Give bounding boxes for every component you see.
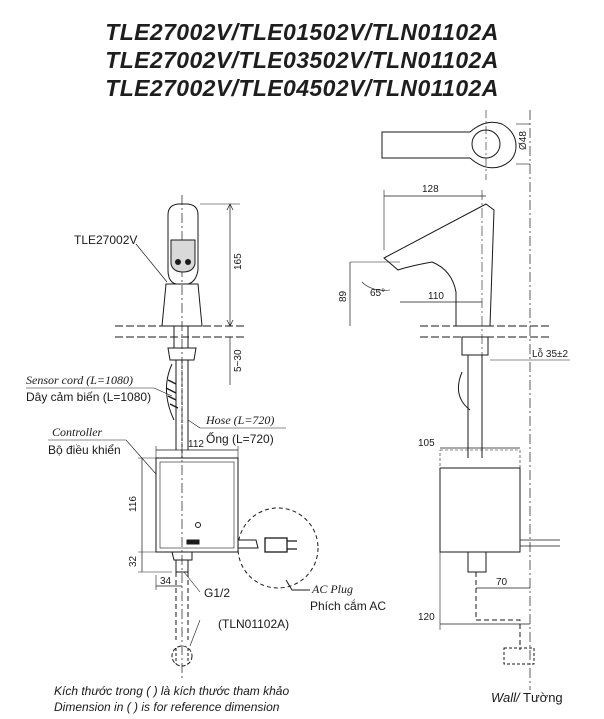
title-block: TLE27002V/TLE01502V/TLN01102A TLE27002V/…	[0, 18, 604, 102]
label-model: TLE27002V	[74, 233, 137, 247]
controller-logo	[186, 539, 200, 545]
wall-label-vi: Tường	[519, 690, 563, 705]
valve-body	[175, 648, 189, 664]
note-vi: Kích thước trong ( ) là kích thước tham …	[54, 684, 290, 698]
controller-indicator	[195, 522, 201, 528]
front-view	[26, 195, 319, 680]
label-ac-plug-en: AC Plug	[311, 582, 353, 596]
sensor-eye-right	[185, 259, 191, 265]
label-hose-vi: Ống (L=720)	[206, 431, 274, 446]
wall-label-en: Wall/	[491, 690, 520, 705]
label-ac-plug-vi: Phích cắm AC	[310, 598, 386, 613]
dim-165-arrows	[226, 203, 234, 327]
dim-34: 34	[160, 576, 172, 587]
ac-plug-leader	[285, 579, 310, 591]
title-line-2: TLE27002V/TLE03502V/TLN01102A	[105, 47, 499, 73]
side-controller-top	[439, 449, 521, 469]
dim-110: 110	[428, 291, 444, 302]
outlet-fitting	[171, 551, 193, 561]
dim-5-30: 5~30	[233, 349, 244, 372]
leader-thread	[183, 571, 201, 593]
side-view	[349, 110, 570, 690]
dim-89: 89	[338, 290, 349, 302]
wall-label: Wall/ Tường	[491, 690, 563, 705]
leader-controller	[125, 439, 157, 475]
title-line-3: TLE27002V/TLE04502V/TLN01102A	[105, 75, 499, 101]
title-line-1: TLE27002V/TLE01502V/TLN01102A	[105, 19, 499, 45]
label-controller-en: Controller	[52, 425, 103, 439]
mounting-nut	[167, 347, 197, 361]
label-hose-en: Hose (L=720)	[205, 413, 274, 427]
dim-65: 65°	[370, 288, 385, 299]
dim-165: 165	[233, 253, 244, 270]
dim-32: 32	[128, 555, 139, 567]
top-view-outline	[381, 121, 517, 169]
sensor-eye-left	[175, 259, 181, 265]
side-controller	[439, 467, 521, 553]
valve-circle	[171, 645, 193, 667]
side-valve	[503, 647, 535, 665]
supply-pipe	[175, 572, 189, 640]
dim-d48: Ø48	[518, 131, 529, 150]
dim-hole: Lỗ 35±2	[532, 347, 569, 360]
label-thread: G1/2	[204, 586, 230, 600]
dim-116: 116	[128, 496, 139, 512]
leader-sensor	[153, 387, 173, 397]
cord-hatch	[165, 379, 179, 409]
ac-plug-pins	[287, 540, 297, 550]
reference-notes: Kích thước trong ( ) là kích thước tham …	[54, 683, 289, 715]
label-sensor-cord-en: Sensor cord (L=1080)	[26, 373, 133, 387]
note-en: Dimension in ( ) is for reference dimens…	[54, 700, 280, 714]
side-profile	[383, 203, 495, 327]
faucet-head	[167, 203, 199, 285]
label-sensor-cord-vi: Dây cảm biến (L=1080)	[26, 390, 151, 404]
leader-valve	[189, 619, 201, 647]
faucet-body	[161, 283, 203, 327]
side-cord	[457, 371, 471, 411]
leader-model	[135, 243, 168, 283]
leader-hose	[187, 419, 201, 429]
side-hoses	[467, 355, 483, 458]
sensor-cord	[166, 363, 175, 421]
labels: TLE27002V Sensor cord (L=1080) Dây cảm b…	[26, 131, 569, 631]
dim-105: 105	[418, 438, 435, 449]
side-shank	[461, 336, 489, 356]
side-supply	[475, 572, 521, 650]
ac-cord	[238, 539, 259, 549]
side-ac-cord	[520, 539, 560, 547]
controller-box	[155, 457, 239, 553]
dim-112: 112	[188, 439, 204, 450]
ac-plug-body	[264, 537, 288, 553]
dim-128: 128	[422, 184, 439, 195]
controller-inner	[159, 461, 235, 549]
dim-70: 70	[496, 577, 508, 588]
label-controller-vi: Bộ điều khiển	[48, 443, 121, 457]
side-outlet	[467, 551, 487, 573]
label-valve: (TLN01102A)	[218, 617, 289, 631]
ac-plug-detail-circle	[237, 507, 319, 589]
sensor-window	[170, 239, 196, 273]
dim-65-arc	[361, 281, 391, 291]
dim-120: 120	[418, 612, 435, 623]
